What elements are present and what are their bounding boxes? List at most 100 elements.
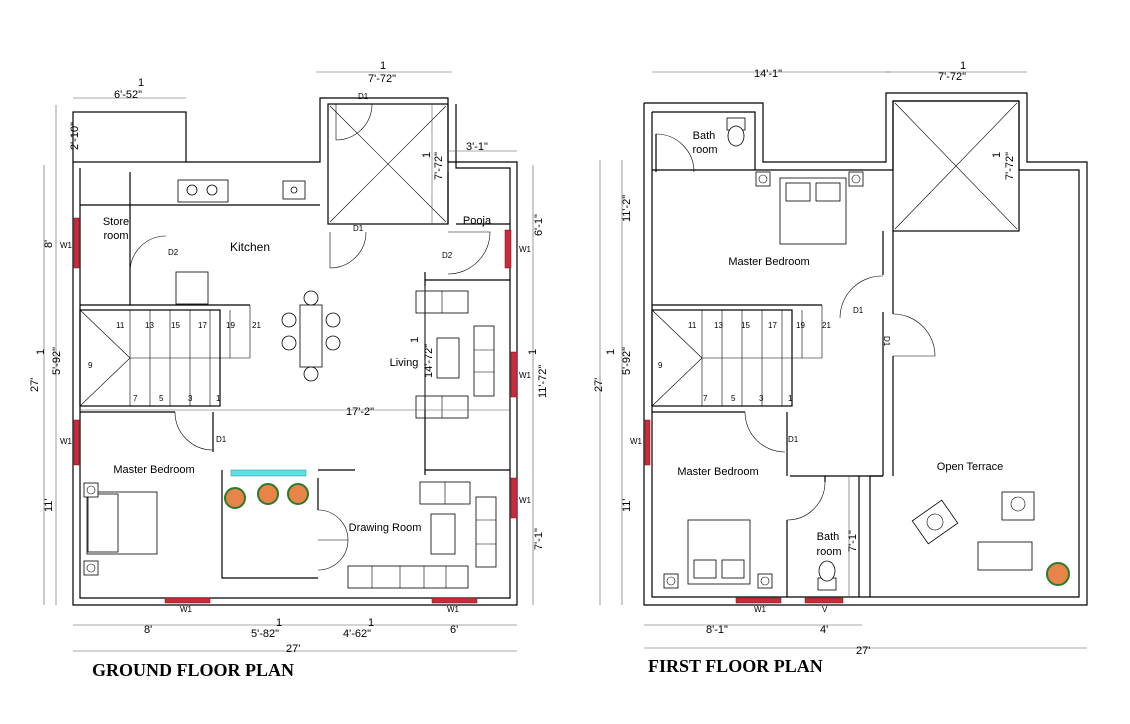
ff-stair-number: 3	[759, 394, 764, 403]
gf-door-tag: D1	[353, 224, 364, 233]
ff-stair-number: 11	[688, 321, 697, 330]
ff-stair-number: 17	[768, 321, 777, 330]
gf-stair-number: 5	[159, 394, 164, 403]
courtyard-glass	[230, 469, 307, 477]
plants-icon	[224, 483, 309, 509]
dim-label: 11'	[621, 498, 633, 512]
dim-label: 1	[138, 77, 144, 89]
ff-bath2-label-1: Bath	[817, 531, 840, 543]
dim-label: 6'-52"	[114, 89, 142, 101]
gf-master-bedroom-label: Master Bedroom	[113, 464, 194, 476]
ff-door-tag: D1	[882, 336, 891, 347]
gf-door-tag: D2	[442, 251, 453, 260]
gf-window-tag: W1	[519, 496, 532, 505]
gf-stair-treads	[149, 310, 231, 406]
ff-stair-number: 9	[658, 361, 663, 370]
ff-bath-label-2: room	[692, 144, 717, 156]
gf-window-tag: W1	[519, 371, 532, 380]
dim-label: 1	[605, 349, 617, 355]
ff-stair-number: 19	[796, 321, 805, 330]
gf-bedroom-door-arc	[174, 411, 214, 451]
dim-label: 17'-2"	[346, 406, 374, 418]
store-door-arc	[129, 235, 167, 273]
dim-label: 5'-92"	[621, 347, 633, 375]
ff-bath2-door-arc	[786, 481, 826, 521]
dim-label: 1	[409, 337, 421, 343]
dim-label: 11'-72"	[537, 365, 549, 398]
chair-icon	[1001, 491, 1035, 521]
dim-label: 27'	[286, 643, 300, 655]
dim-label: 7'-1"	[533, 528, 545, 550]
gf-stair-number: 19	[226, 321, 235, 330]
gf-window-tag: W1	[60, 437, 73, 446]
ff-ventilator	[804, 597, 844, 604]
ff-master-bedroom-bottom-label: Master Bedroom	[677, 466, 758, 478]
living-label: Living	[390, 357, 419, 369]
dim-label: 7'-72"	[938, 71, 966, 83]
gf-window-tag: W1	[447, 605, 460, 614]
ff-door-tag: D1	[788, 435, 799, 444]
terrace-table	[977, 541, 1033, 571]
gf-stair-number: 3	[188, 394, 193, 403]
pooja-label: Pooja	[463, 215, 492, 227]
ff-vent-tag: V	[822, 605, 828, 614]
gf-window-bottom-drawing	[431, 597, 478, 604]
dim-label: 27'	[29, 378, 41, 392]
gf-stair-number: 15	[171, 321, 180, 330]
dim-label: 27'	[593, 378, 605, 392]
stove-icon	[177, 179, 229, 203]
ff-bedroom-door-arc	[744, 411, 786, 453]
dim-label: 1	[960, 60, 966, 72]
gf-stair-number: 13	[145, 321, 154, 330]
drawing-door-arc-top	[317, 509, 349, 541]
gf-window-drawing	[510, 477, 518, 519]
dim-label: 7'-1"	[847, 530, 859, 552]
store-room-label-1: Store	[103, 216, 129, 228]
gf-stair-number: 17	[198, 321, 207, 330]
dim-label: 6'-1"	[533, 214, 545, 236]
gf-shaft-door-bottom	[329, 231, 367, 269]
gf-stair-number: 7	[133, 394, 138, 403]
dim-label: 2'-10"	[69, 122, 81, 150]
plants-icon	[1046, 562, 1070, 586]
ground-floor-plan: Store room Kitchen Pooja Living Master B…	[29, 60, 549, 680]
gf-window-tag: W1	[519, 245, 532, 254]
gf-window-tag: W1	[180, 605, 193, 614]
gf-door-tag: D2	[168, 248, 179, 257]
gf-window-tag: W1	[60, 241, 73, 250]
dim-label: 11'	[43, 498, 55, 512]
ff-stair-treads	[721, 310, 803, 406]
dim-label: 7'-72"	[368, 73, 396, 85]
ff-bath-door-arc	[655, 133, 695, 173]
dim-label: 7'-72"	[433, 152, 445, 180]
gf-door-tag: D1	[358, 92, 369, 101]
gf-dimension-lines	[43, 71, 534, 652]
first-floor-plan: Bath room Master Bedroom Master Bedroom …	[593, 60, 1088, 676]
dim-label: 1	[991, 152, 1003, 158]
ff-window-bedroom	[644, 419, 651, 466]
ff-bath2-label-2: room	[816, 546, 841, 558]
dim-label: 1	[421, 152, 433, 158]
open-terrace-label: Open Terrace	[937, 461, 1003, 473]
ff-stair-number: 5	[731, 394, 736, 403]
dim-label: 5'-92"	[51, 347, 63, 375]
dim-label: 5'-82"	[251, 628, 279, 640]
dim-label: 1	[527, 349, 539, 355]
dim-label: 4'	[820, 624, 828, 636]
dim-label: 14'-1"	[754, 68, 782, 80]
gf-window-store	[73, 217, 80, 269]
drawing-coffee-table	[430, 513, 456, 555]
ff-open-shaft	[892, 100, 1020, 232]
ff-master-bedroom-top-label: Master Bedroom	[728, 256, 809, 268]
dim-label: 27'	[856, 645, 870, 657]
drawing-door-arc-bottom	[317, 539, 349, 571]
gf-shaft-door-top	[335, 103, 373, 141]
ff-terrace-door-arc	[892, 313, 936, 357]
pooja-door-arc	[447, 231, 491, 275]
dim-label: 1	[35, 349, 47, 355]
lounge-chair-icon	[911, 499, 959, 545]
ff-corridor-door-arc	[839, 275, 884, 319]
ff-stair-number: 15	[741, 321, 750, 330]
living-sofa-right	[473, 325, 495, 397]
dim-label: 3'-1"	[466, 141, 488, 153]
